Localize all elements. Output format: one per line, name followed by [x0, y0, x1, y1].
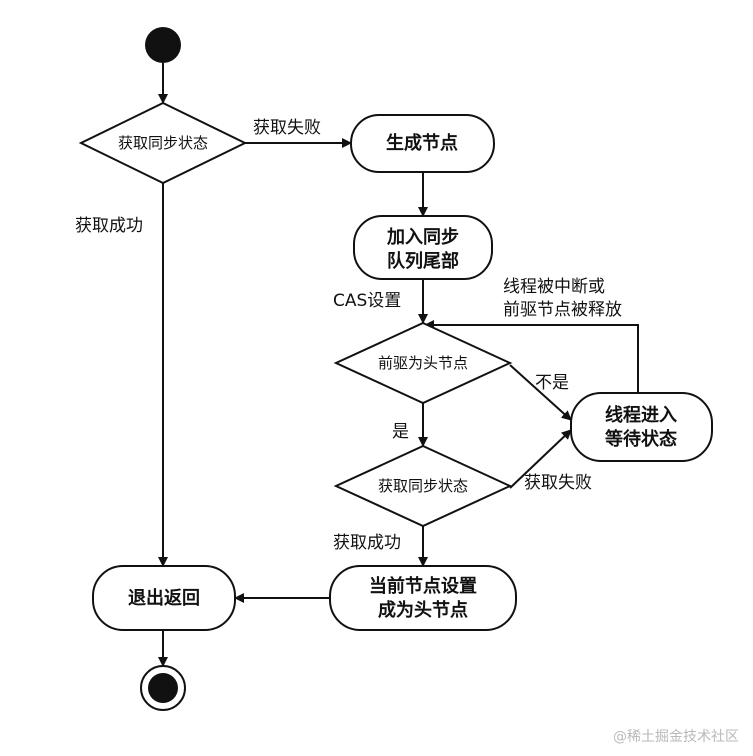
- decision-get-state-2-label: 获取同步状态: [378, 477, 468, 495]
- decision-get-state-1-label: 获取同步状态: [118, 134, 208, 152]
- action-exit-return: [92, 565, 236, 631]
- decision-get-state-2: [333, 444, 513, 528]
- decision-pred-is-head: [333, 321, 513, 405]
- start-node: [145, 27, 181, 63]
- action-wait: [570, 392, 713, 462]
- edge-fail-to-wait: [509, 429, 572, 489]
- edge-label-success-1: 获取成功: [75, 216, 143, 236]
- action-enqueue: [353, 215, 493, 280]
- action-enqueue-label-line1: 加入同步: [386, 226, 459, 248]
- decision-pred-is-head-label: 前驱为头节点: [378, 354, 468, 372]
- edge-label-yes: 是: [392, 422, 409, 442]
- edge-wakeup-loop: [424, 320, 639, 393]
- edge-label-fail-1: 获取失败: [253, 118, 321, 138]
- decision-get-state-1: [78, 101, 248, 185]
- edge-label-interrupt-line1: 线程被中断或: [503, 277, 605, 297]
- edge-label-success-2: 获取成功: [333, 533, 401, 553]
- edge-not-head-to-wait: [509, 364, 572, 421]
- action-exit-return-label: 退出返回: [128, 587, 200, 609]
- edge-label-fail-2: 获取失败: [524, 473, 592, 493]
- action-set-head-label-line2: 成为头节点: [378, 599, 468, 621]
- action-wait-label-line1: 线程进入: [605, 404, 677, 426]
- watermark: @稀土掘金技术社区: [613, 729, 739, 745]
- action-enqueue-label-line2: 队列尾部: [387, 250, 459, 272]
- action-create-node: [350, 114, 495, 173]
- edge-label-interrupt-line2: 前驱节点被释放: [503, 300, 622, 320]
- action-create-node-label: 生成节点: [386, 132, 458, 154]
- action-wait-label-line2: 等待状态: [605, 428, 677, 450]
- end-node: [148, 673, 178, 703]
- action-set-head-label-line1: 当前节点设置: [369, 575, 477, 597]
- edge-label-no: 不是: [535, 373, 569, 393]
- edge-label-cas: CAS设置: [333, 291, 401, 311]
- action-set-head: [329, 565, 517, 631]
